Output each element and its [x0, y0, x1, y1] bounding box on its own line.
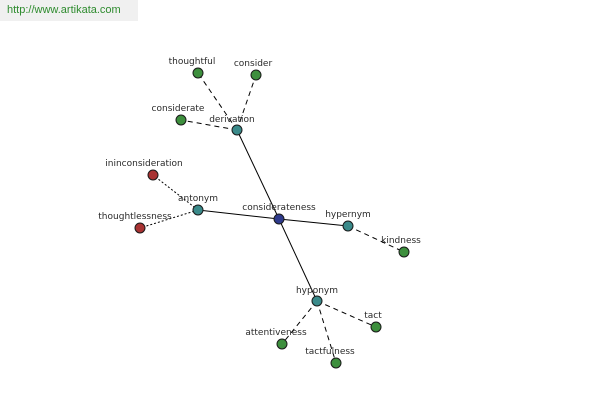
node-hypernym[interactable] — [342, 220, 354, 232]
node-thoughtful[interactable] — [192, 67, 204, 79]
node-label-thoughtful: thoughtful — [169, 57, 216, 67]
edge-hyponym-tact — [316, 300, 377, 328]
node-considerateness[interactable] — [273, 213, 285, 225]
node-consider[interactable] — [250, 69, 262, 81]
node-label-hypernym: hypernym — [325, 210, 371, 220]
node-label-tact: tact — [364, 311, 382, 321]
node-label-considerateness: considerateness — [242, 203, 316, 213]
node-label-kindness: kindness — [381, 236, 421, 246]
node-attentiveness[interactable] — [276, 338, 288, 350]
node-thoughtlessness[interactable] — [134, 222, 146, 234]
node-label-thoughtlessness: thoughtlessness — [98, 212, 172, 222]
node-kindness[interactable] — [398, 246, 410, 258]
node-label-hyponym: hyponym — [296, 286, 338, 296]
edge-derivation-considerate — [180, 119, 238, 131]
node-label-tactfulness: tactfulness — [305, 347, 355, 357]
nodes-layer — [134, 67, 410, 369]
site-url-link[interactable]: http://www.artikata.com — [7, 4, 121, 16]
node-derivation[interactable] — [231, 124, 243, 136]
node-label-consider: consider — [234, 59, 273, 69]
edge-considerateness-derivation — [236, 129, 280, 220]
labels-layer: considerateness derivation antonym hypernym… — [98, 57, 421, 357]
edge-considerateness-hypernym — [278, 218, 349, 227]
edge-derivation-thoughtful — [197, 72, 238, 131]
edge-derivation-consider — [236, 74, 257, 131]
edge-antonym-ininconsideration — [152, 174, 199, 211]
edge-considerateness-antonym — [197, 209, 280, 220]
edge-hyponym-attentiveness — [281, 300, 318, 345]
node-tactfulness[interactable] — [330, 357, 342, 369]
node-hyponym[interactable] — [311, 295, 323, 307]
node-label-antonym: antonym — [178, 194, 218, 204]
edge-hypernym-kindness — [347, 225, 405, 253]
node-considerate[interactable] — [175, 114, 187, 126]
node-ininconsideration[interactable] — [147, 169, 159, 181]
node-tact[interactable] — [370, 321, 382, 333]
node-label-attentiveness: attentiveness — [245, 328, 307, 338]
site-url-banner: http://www.artikata.com — [0, 0, 138, 21]
edge-considerateness-hyponym — [278, 218, 318, 302]
edges-layer — [139, 72, 405, 364]
node-label-considerate: considerate — [152, 104, 205, 114]
node-antonym[interactable] — [192, 204, 204, 216]
edge-hyponym-tactfulness — [316, 300, 337, 364]
node-label-ininconsideration: ininconsideration — [105, 159, 182, 169]
node-label-derivation: derivation — [209, 115, 255, 125]
